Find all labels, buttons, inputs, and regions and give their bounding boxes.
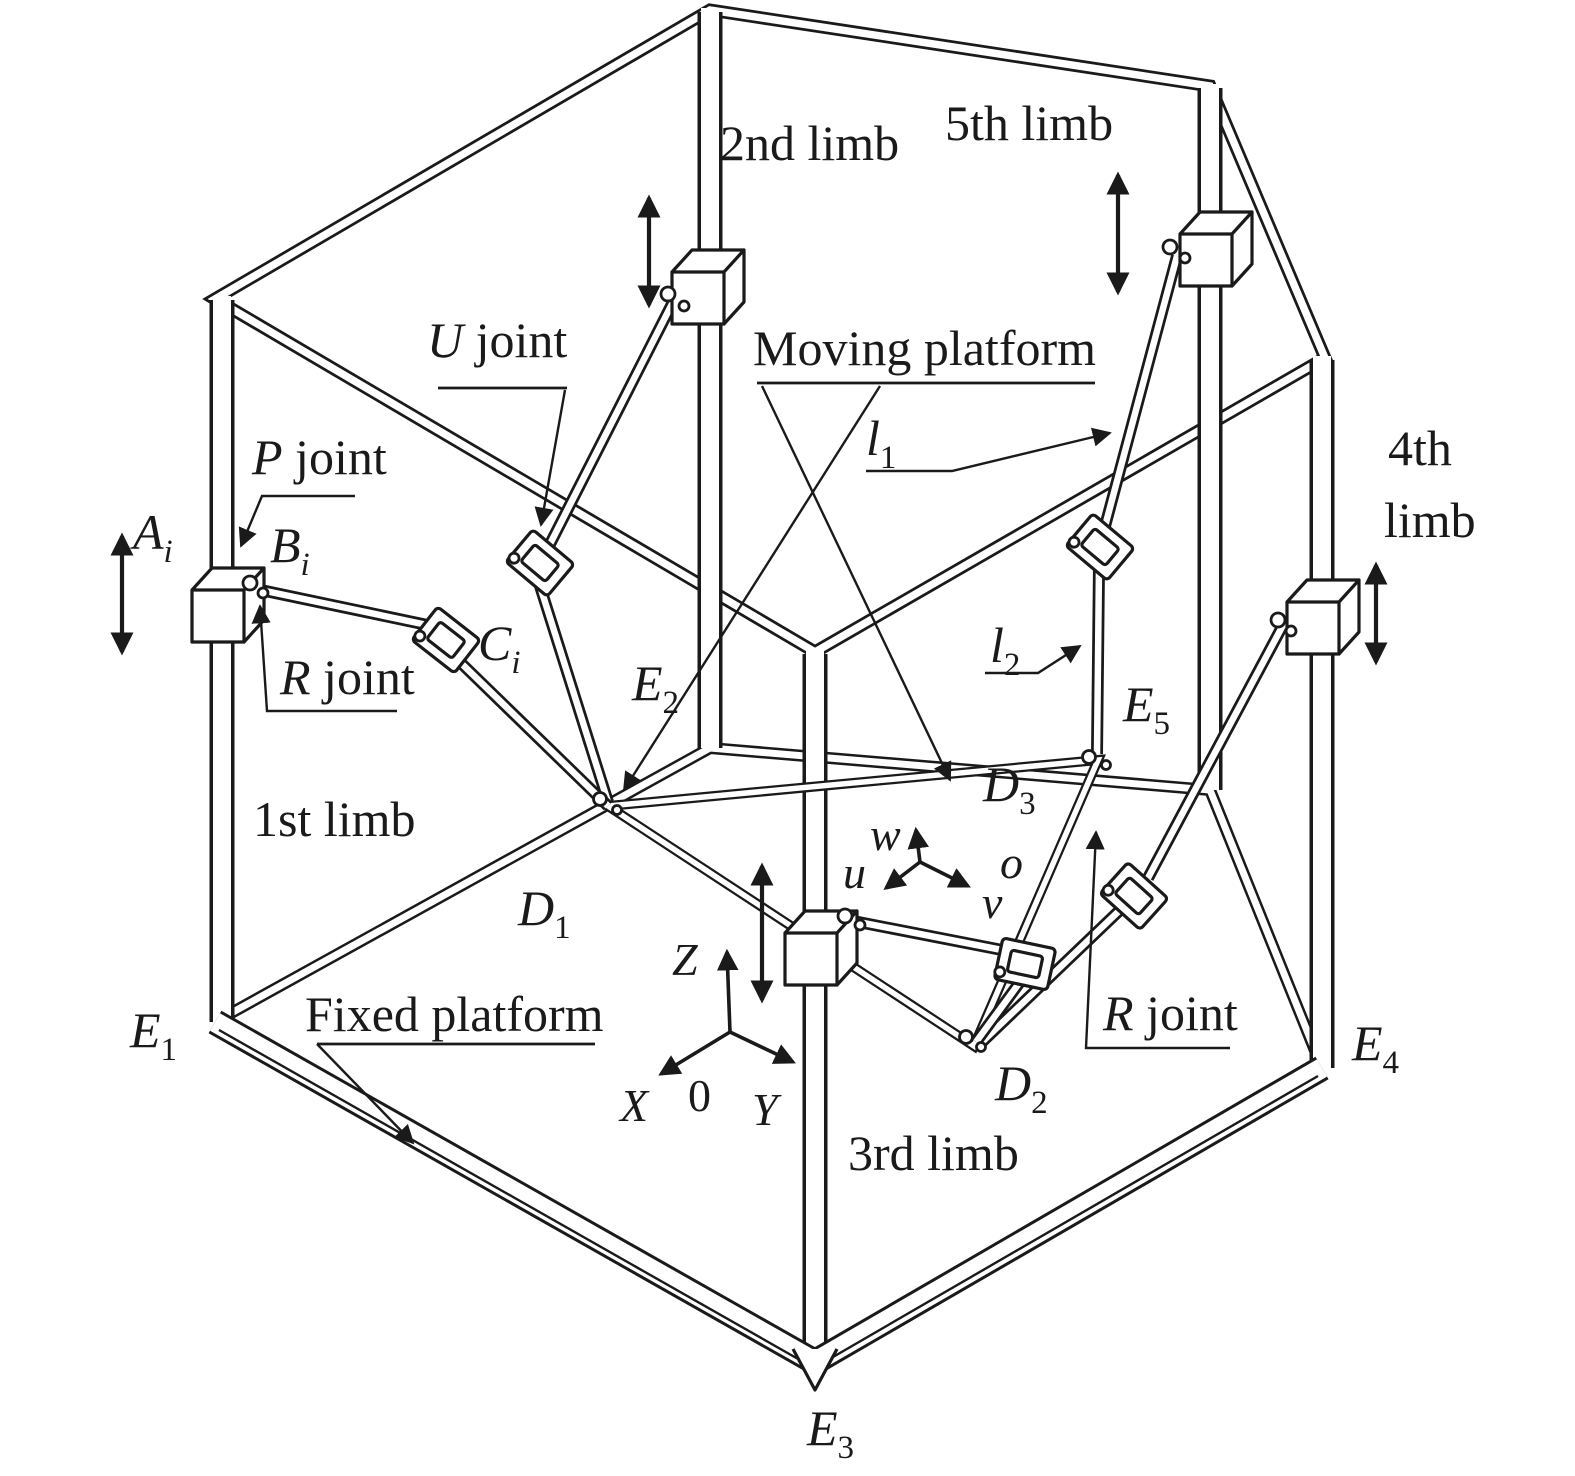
label-r-joint-left: R joint: [279, 649, 415, 705]
platform-r-joint-pins: [592, 749, 1112, 1053]
u-axis-arrow: [883, 860, 922, 890]
base-frame-OXYZ: [658, 948, 796, 1076]
limb4-slider-block: [1285, 578, 1361, 656]
limb2-slider-block: [670, 248, 746, 326]
w-axis-arrow: [907, 826, 929, 863]
r-joint-right-leader: [1084, 830, 1230, 1050]
label-D1: D1: [517, 880, 571, 946]
label-5th-limb: 5th limb: [945, 95, 1113, 151]
slider-motion-arrows: [110, 171, 1388, 1004]
limb-5: [1065, 210, 1254, 755]
x-axis-arrow: [658, 1030, 731, 1076]
r-joint-left-leader: [251, 604, 397, 713]
label-2nd-limb: 2nd limb: [720, 115, 899, 171]
frame-bottom-front-beams: [208, 1010, 1329, 1392]
p-joint-leader: [238, 494, 355, 548]
label-Ai: Ai: [130, 504, 173, 570]
annotation-leaders: [238, 381, 1230, 1145]
label-Bi: Bi: [270, 517, 310, 583]
moving-platform-leader-1: [760, 385, 952, 782]
label-fixed-platform: Fixed platform: [305, 986, 604, 1042]
label-w-axis: w: [870, 809, 901, 860]
label-E2: E2: [631, 655, 679, 721]
platform-frame-ouvw: [883, 826, 971, 890]
label-4th-limb-line1: 4th: [1388, 420, 1452, 476]
limb3-r-joint-pin: [836, 907, 854, 925]
limb4-u-joint: [1099, 862, 1169, 930]
frame-corner-tip: [791, 1348, 839, 1392]
moving-platform-leader-2: [622, 385, 882, 792]
label-origin-0: 0: [688, 1070, 711, 1121]
frame-posts: [209, 8, 1335, 1362]
label-moving-platform: Moving platform: [753, 320, 1096, 376]
label-v-axis: v: [982, 877, 1003, 928]
limb2-u-joint: [505, 529, 575, 597]
limb4-r-joint-pin: [1269, 611, 1287, 629]
label-y-axis: Y: [752, 1084, 782, 1135]
limb-2: [505, 248, 746, 804]
label-E4: E4: [1351, 1015, 1399, 1081]
v-axis-arrow: [919, 860, 971, 888]
label-origin-o: o: [1000, 837, 1023, 888]
label-u-axis: u: [843, 847, 866, 898]
label-D3: D3: [982, 756, 1036, 822]
label-E5: E5: [1122, 676, 1170, 742]
label-E1: E1: [129, 1002, 177, 1068]
l2-leader: [985, 644, 1082, 675]
limb2-r-joint-pin: [659, 285, 677, 303]
limb5-slider-block: [1178, 210, 1254, 288]
label-p-joint: P joint: [251, 429, 387, 485]
label-1st-limb: 1st limb: [253, 791, 416, 847]
limb5-r-joint-pin: [1161, 238, 1179, 256]
limb1-u-joint: [411, 606, 481, 674]
limb-1: [190, 566, 613, 811]
label-E3: E3: [806, 1400, 854, 1466]
label-Ci: Ci: [478, 615, 521, 681]
limb1-r-joint-pin: [241, 574, 259, 592]
z-axis-arrow: [716, 948, 739, 1033]
limb-3: [783, 907, 1057, 1046]
label-D2: D2: [994, 1055, 1048, 1121]
label-4th-limb-line2: limb: [1384, 492, 1476, 548]
y-axis-arrow: [729, 1030, 796, 1064]
label-x-axis: X: [618, 1080, 650, 1131]
label-3rd-limb: 3rd limb: [848, 1125, 1019, 1181]
label-l1: l1: [866, 410, 896, 476]
label-r-joint-right: R joint: [1102, 985, 1238, 1041]
limb5-u-joint: [1065, 513, 1135, 581]
text-labels: 2nd limb 5th limb 1st limb 3rd limb 4th …: [129, 95, 1476, 1466]
fixed-platform-leader: [316, 1043, 415, 1145]
label-l2: l2: [990, 617, 1020, 683]
label-u-joint: U joint: [427, 312, 567, 368]
label-z-axis: Z: [672, 934, 698, 985]
l1-leader: [866, 427, 1112, 473]
u-joint-leader: [534, 389, 567, 527]
limb3-u-joint: [993, 936, 1057, 992]
